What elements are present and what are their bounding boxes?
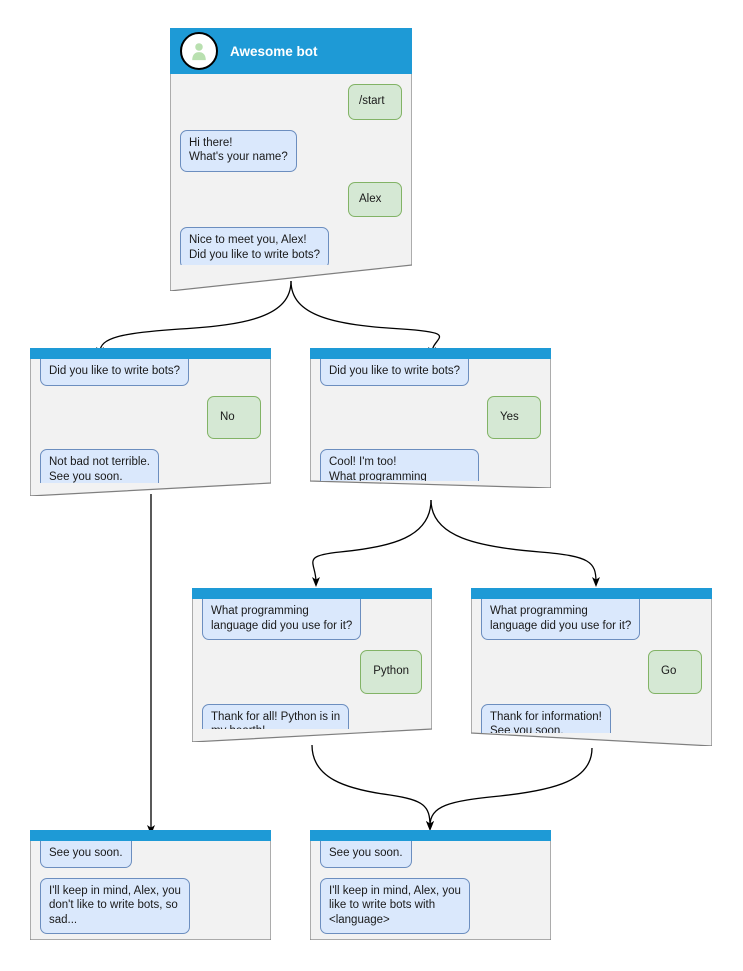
- node-end-happy-content: See you soon. I'll keep in mind, Alex, y…: [310, 830, 551, 940]
- message-row: See you soon.: [40, 841, 261, 868]
- node-no-branch-chat: Did you like to write bots? No Not bad n…: [30, 359, 271, 483]
- node-no-branch-content: Did you like to write bots? No Not bad n…: [30, 348, 271, 483]
- node-python-branch-chat: What programming language did you use fo…: [192, 599, 432, 729]
- bot-message-bubble[interactable]: Not bad not terrible. See you soon.: [40, 449, 160, 483]
- node-yes-branch-titlebar: [310, 348, 551, 359]
- bot-message-bubble[interactable]: See you soon.: [320, 841, 412, 868]
- edge-python-to-end-happy: [311, 744, 434, 831]
- user-message-bubble[interactable]: No: [207, 395, 261, 439]
- message-row: No: [40, 395, 261, 439]
- node-root-title: Awesome bot: [230, 43, 318, 59]
- node-root-content: Awesome bot /start Hi there! What's your…: [170, 28, 412, 265]
- bot-message-bubble[interactable]: Cool! I'm too! What programming language…: [320, 449, 480, 481]
- bot-message-bubble[interactable]: Thank for information! See you soon.: [481, 703, 611, 733]
- message-row: I'll keep in mind, Alex, you don't like …: [40, 877, 261, 934]
- node-python-branch[interactable]: What programming language did you use fo…: [192, 588, 432, 742]
- edge-yes-to-go: [430, 499, 600, 587]
- node-root-chat: /start Hi there! What's your name? Alex …: [170, 74, 412, 265]
- user-message-bubble[interactable]: Python: [360, 650, 422, 694]
- edge-yes-to-python: [311, 499, 432, 587]
- node-end-sad-content: See you soon. I'll keep in mind, Alex, y…: [30, 830, 271, 940]
- message-row: Cool! I'm too! What programming language…: [320, 449, 541, 481]
- message-row: Alex: [180, 181, 402, 217]
- node-yes-branch-chat: Did you like to write bots? Yes Cool! I'…: [310, 359, 551, 481]
- bot-message-bubble[interactable]: Nice to meet you, Alex! Did you like to …: [180, 227, 330, 265]
- node-python-branch-content: What programming language did you use fo…: [192, 588, 432, 729]
- node-no-branch[interactable]: Did you like to write bots? No Not bad n…: [30, 348, 271, 496]
- message-row: See you soon.: [320, 841, 541, 868]
- node-go-branch-content: What programming language did you use fo…: [471, 588, 712, 733]
- person-avatar-icon: [180, 32, 218, 70]
- node-go-branch[interactable]: What programming language did you use fo…: [471, 588, 712, 746]
- edge-go-to-end-happy: [426, 747, 593, 831]
- user-message-bubble[interactable]: Alex: [348, 181, 402, 217]
- bot-message-bubble[interactable]: What programming language did you use fo…: [481, 599, 641, 640]
- node-go-branch-titlebar: [471, 588, 712, 599]
- message-row: What programming language did you use fo…: [202, 599, 422, 640]
- node-end-sad-titlebar: [30, 830, 271, 841]
- message-row: Not bad not terrible. See you soon.: [40, 449, 261, 483]
- edge-root-to-yes: [290, 280, 440, 357]
- message-row: Did you like to write bots?: [40, 359, 261, 386]
- message-row: Thank for information! See you soon.: [481, 703, 702, 733]
- message-row: I'll keep in mind, Alex, you like to wri…: [320, 877, 541, 934]
- node-end-happy[interactable]: See you soon. I'll keep in mind, Alex, y…: [310, 830, 551, 940]
- bot-message-bubble[interactable]: Did you like to write bots?: [40, 359, 190, 386]
- bot-message-bubble[interactable]: See you soon.: [40, 841, 132, 868]
- node-root-titlebar: Awesome bot: [170, 28, 412, 74]
- node-yes-branch-content: Did you like to write bots? Yes Cool! I'…: [310, 348, 551, 481]
- user-message-bubble[interactable]: Go: [648, 650, 702, 694]
- node-root[interactable]: Awesome bot /start Hi there! What's your…: [170, 28, 412, 291]
- node-go-branch-chat: What programming language did you use fo…: [471, 599, 712, 733]
- message-row: Python: [202, 650, 422, 694]
- node-no-branch-titlebar: [30, 348, 271, 359]
- node-end-happy-titlebar: [310, 830, 551, 841]
- message-row: Hi there! What's your name?: [180, 129, 402, 172]
- message-row: Nice to meet you, Alex! Did you like to …: [180, 227, 402, 265]
- bot-message-bubble[interactable]: Did you like to write bots?: [320, 359, 470, 386]
- node-python-branch-titlebar: [192, 588, 432, 599]
- node-end-happy-chat: See you soon. I'll keep in mind, Alex, y…: [310, 841, 551, 940]
- node-yes-branch[interactable]: Did you like to write bots? Yes Cool! I'…: [310, 348, 551, 488]
- bot-message-bubble[interactable]: Hi there! What's your name?: [180, 129, 297, 172]
- message-row: What programming language did you use fo…: [481, 599, 702, 640]
- user-message-bubble[interactable]: /start: [348, 84, 402, 120]
- bot-message-bubble[interactable]: I'll keep in mind, Alex, you don't like …: [40, 877, 190, 934]
- message-row: Yes: [320, 395, 541, 439]
- bot-message-bubble[interactable]: I'll keep in mind, Alex, you like to wri…: [320, 877, 470, 934]
- node-end-sad[interactable]: See you soon. I'll keep in mind, Alex, y…: [30, 830, 271, 940]
- user-message-bubble[interactable]: Yes: [487, 395, 541, 439]
- message-row: /start: [180, 84, 402, 120]
- node-end-sad-chat: See you soon. I'll keep in mind, Alex, y…: [30, 841, 271, 940]
- bot-message-bubble[interactable]: What programming language did you use fo…: [202, 599, 362, 640]
- bot-message-bubble[interactable]: Thank for all! Python is in my hearth! S…: [202, 703, 350, 729]
- message-row: Thank for all! Python is in my hearth! S…: [202, 703, 422, 729]
- message-row: Go: [481, 650, 702, 694]
- message-row: Did you like to write bots?: [320, 359, 541, 386]
- edge-root-to-no: [96, 280, 292, 357]
